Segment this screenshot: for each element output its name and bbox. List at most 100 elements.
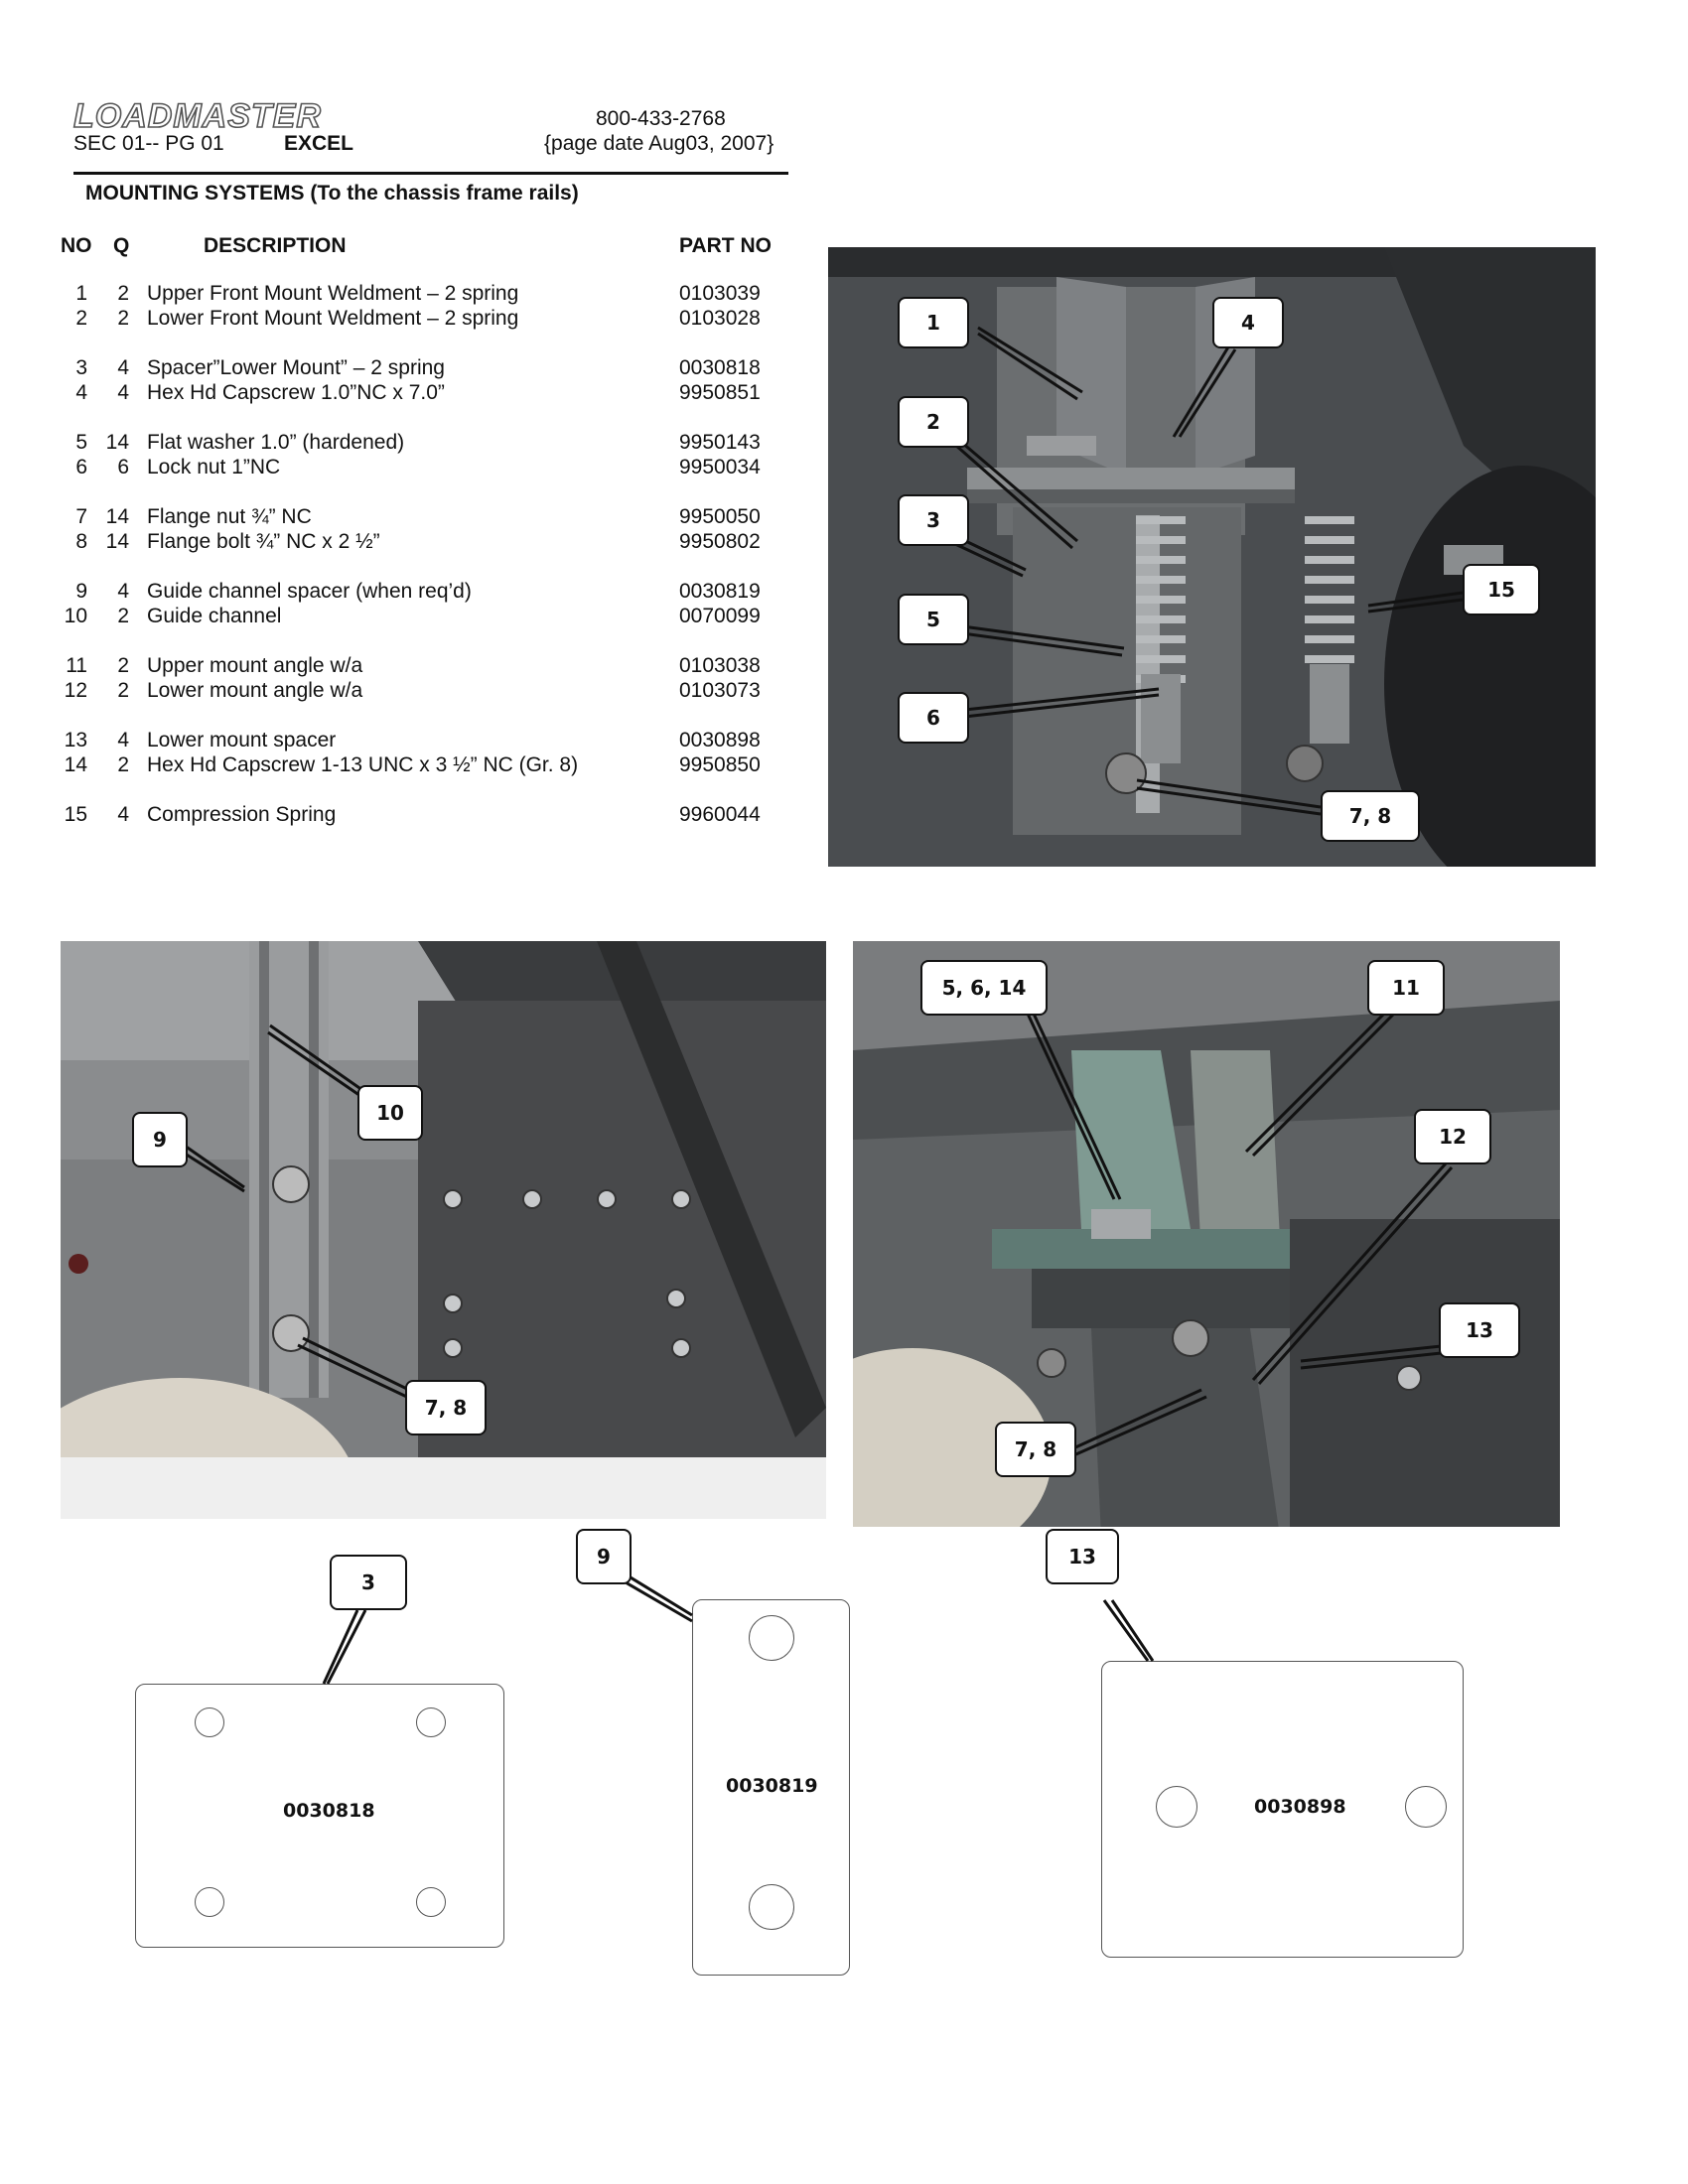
callout-7-8: 7, 8 — [405, 1380, 487, 1435]
part-number: 0103073 — [679, 679, 761, 702]
part-quantity: 4 — [117, 729, 129, 751]
callout-7-8: 7, 8 — [995, 1422, 1076, 1477]
callout-9: 9 — [576, 1529, 632, 1584]
part-quantity: 4 — [117, 356, 129, 379]
part-no-index: 11 — [66, 654, 87, 677]
part-quantity: 4 — [117, 580, 129, 603]
part-quantity: 14 — [105, 431, 129, 454]
part-number: 0030818 — [679, 356, 761, 379]
callout-3: 3 — [330, 1555, 407, 1610]
part-number: 0103028 — [679, 307, 761, 330]
part-number: 0103038 — [679, 654, 761, 677]
col-header-part-no: PART NO — [679, 234, 772, 257]
part-description: Guide channel — [147, 605, 282, 627]
callout-10: 10 — [357, 1085, 423, 1141]
callout-13: 13 — [1046, 1529, 1119, 1584]
part-no-index: 1 — [75, 282, 87, 305]
section-page-label: SEC 01-- PG 01 — [73, 132, 224, 155]
plate-part-number: 0030898 — [1254, 1796, 1346, 1818]
callout-9: 9 — [132, 1112, 188, 1167]
part-quantity: 2 — [117, 307, 129, 330]
part-description: Hex Hd Capscrew 1.0”NC x 7.0” — [147, 381, 445, 404]
loadmaster-logo: LOADMASTER — [72, 96, 322, 136]
part-no-index: 4 — [75, 381, 87, 404]
callout-6: 6 — [898, 692, 969, 744]
part-description: Upper Front Mount Weldment – 2 spring — [147, 282, 519, 305]
part-number: 9950050 — [679, 505, 761, 528]
part-quantity: 2 — [117, 282, 129, 305]
part-number: 0103039 — [679, 282, 761, 305]
part-quantity: 2 — [117, 679, 129, 702]
callout-5: 5 — [898, 594, 969, 645]
section-title: MOUNTING SYSTEMS (To the chassis frame r… — [85, 182, 579, 205]
part-description: Lower Front Mount Weldment – 2 spring — [147, 307, 519, 330]
callout-2: 2 — [898, 396, 969, 448]
part-number: 0070099 — [679, 605, 761, 627]
part-description: Guide channel spacer (when req’d) — [147, 580, 472, 603]
part-quantity: 4 — [117, 381, 129, 404]
part-no-index: 13 — [64, 729, 87, 751]
guide-channel-illustration — [61, 941, 826, 1519]
callout-15: 15 — [1463, 564, 1540, 615]
photo-lower-mount — [853, 941, 1560, 1527]
part-number: 9950143 — [679, 431, 761, 454]
col-header-description: DESCRIPTION — [204, 234, 347, 257]
part-number: 9950802 — [679, 530, 761, 553]
part-no-index: 2 — [75, 307, 87, 330]
callout-12: 12 — [1414, 1109, 1491, 1164]
col-header-no: NO — [61, 234, 92, 257]
spacer-plate-0030818: 0030818 — [135, 1684, 504, 1948]
plate-hole — [1156, 1786, 1197, 1828]
part-number: 9950850 — [679, 753, 761, 776]
part-no-index: 10 — [64, 605, 87, 627]
callout-4: 4 — [1212, 297, 1284, 348]
spring-mount-illustration — [828, 247, 1596, 867]
part-description: Lock nut 1”NC — [147, 456, 281, 478]
part-description: Upper mount angle w/a — [147, 654, 363, 677]
part-description: Compression Spring — [147, 803, 337, 826]
plate-part-number: 0030819 — [726, 1775, 818, 1797]
part-quantity: 14 — [105, 530, 129, 553]
phone-number: 800-433-2768 — [596, 107, 726, 130]
part-description: Lower mount angle w/a — [147, 679, 363, 702]
lower-mount-illustration — [853, 941, 1560, 1527]
part-quantity: 2 — [117, 605, 129, 627]
part-quantity: 6 — [117, 456, 129, 478]
plate-hole — [1405, 1786, 1447, 1828]
model-name: EXCEL — [284, 132, 354, 155]
part-quantity: 4 — [117, 803, 129, 826]
part-number: 9950851 — [679, 381, 761, 404]
plate-hole — [195, 1707, 224, 1737]
part-description: Flange nut ¾” NC — [147, 505, 312, 528]
part-no-index: 7 — [75, 505, 87, 528]
photo-guide-channel — [61, 941, 826, 1519]
part-quantity: 2 — [117, 753, 129, 776]
part-description: Flange bolt ¾” NC x 2 ½” — [147, 530, 380, 553]
plate-hole — [416, 1887, 446, 1917]
spacer-plate-0030898: 0030898 — [1101, 1661, 1464, 1958]
part-quantity: 2 — [117, 654, 129, 677]
callout-1: 1 — [898, 297, 969, 348]
part-description: Spacer”Lower Mount” – 2 spring — [147, 356, 445, 379]
part-no-index: 12 — [64, 679, 87, 702]
part-no-index: 9 — [75, 580, 87, 603]
callout-7-8: 7, 8 — [1321, 790, 1420, 842]
part-no-index: 15 — [64, 803, 87, 826]
part-no-index: 5 — [75, 431, 87, 454]
callout-5-6-14: 5, 6, 14 — [920, 960, 1048, 1016]
part-description: Lower mount spacer — [147, 729, 337, 751]
plate-hole — [195, 1887, 224, 1917]
part-number: 0030819 — [679, 580, 761, 603]
spacer-plate-0030819: 0030819 — [692, 1599, 850, 1976]
plate-part-number: 0030818 — [283, 1800, 375, 1822]
part-no-index: 14 — [64, 753, 87, 776]
col-header-q: Q — [113, 234, 130, 257]
part-no-index: 6 — [75, 456, 87, 478]
plate-hole — [749, 1884, 794, 1930]
part-no-index: 3 — [75, 356, 87, 379]
part-number: 9950034 — [679, 456, 761, 478]
part-quantity: 14 — [105, 505, 129, 528]
page-date: {page date Aug03, 2007} — [544, 132, 774, 155]
header-rule — [73, 172, 788, 175]
callout-3: 3 — [898, 494, 969, 546]
